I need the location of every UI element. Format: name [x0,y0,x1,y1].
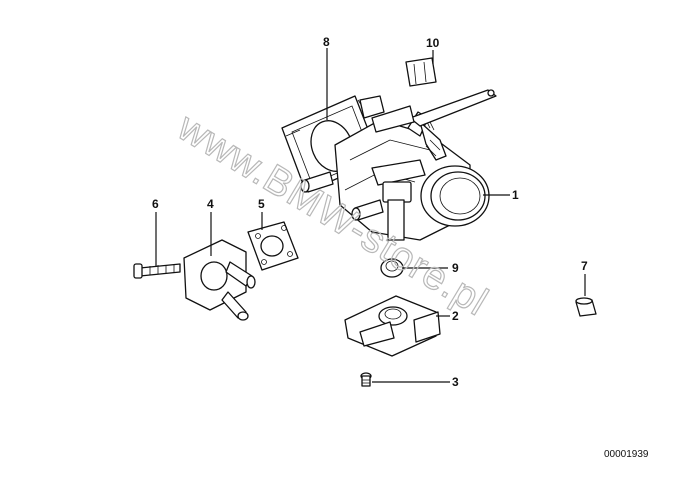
callout-10: 10 [426,36,440,50]
callout-1: 1 [512,188,519,202]
leader-lines [155,48,586,383]
pin-part-7 [575,297,597,317]
small-gasket-part-5 [247,221,299,271]
throttle-body-part-1 [300,89,497,241]
callouts: 1 2 3 4 5 6 7 8 9 10 [152,35,588,389]
clip-part-10 [405,57,437,87]
seal-part-9 [380,258,404,278]
callout-9: 9 [452,261,459,275]
callout-8: 8 [323,35,330,49]
callout-5: 5 [258,197,265,211]
callout-3: 3 [452,375,459,389]
screw-part-6 [133,263,181,279]
callout-4: 4 [207,197,214,211]
doc-number: 00001939 [604,449,649,460]
sensor-part-2 [344,295,441,357]
screw-part-3 [360,372,372,387]
callout-7: 7 [581,259,588,273]
callout-6: 6 [152,197,159,211]
callout-2: 2 [452,309,459,323]
flange-part-4 [183,239,256,321]
